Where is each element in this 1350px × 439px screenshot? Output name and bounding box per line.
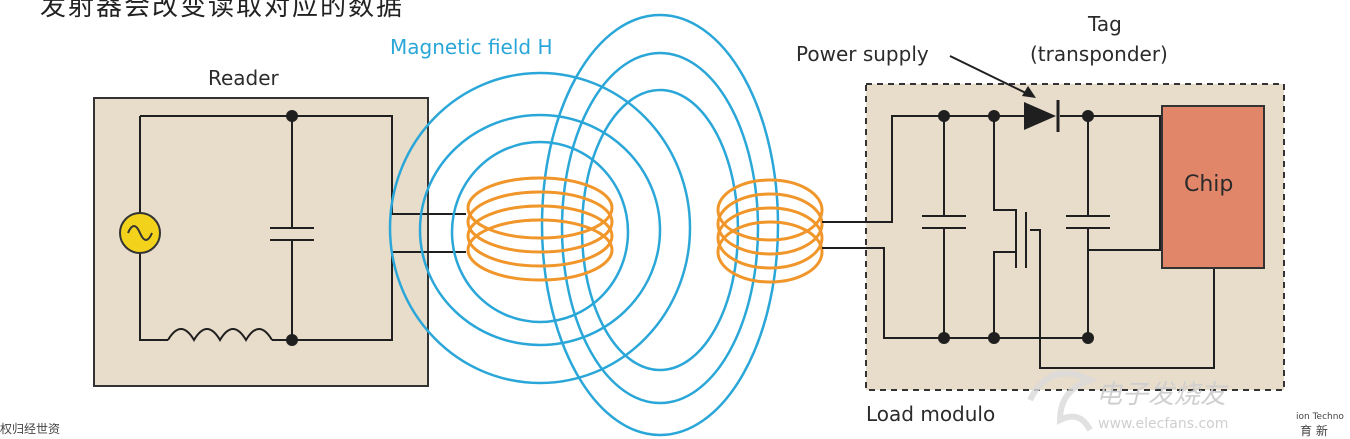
- watermark-logo-url: www.elecfans.com: [1098, 416, 1229, 432]
- junction-dot: [988, 110, 1000, 122]
- watermark-left-fragment: 权归经世资: [0, 422, 61, 436]
- magnetic-field-label: Magnetic field H: [390, 35, 553, 59]
- inductor-icon: [167, 328, 273, 342]
- load-modulation-label: Load modulo: [866, 402, 996, 426]
- junction-dot: [286, 110, 298, 122]
- mosfet-icon: [1015, 212, 1027, 268]
- junction-dot: [1082, 110, 1094, 122]
- junction-dot: [938, 110, 950, 122]
- capacitor-icon: [1066, 215, 1110, 229]
- watermark-right-fragment-cn: 育 新: [1300, 424, 1328, 438]
- tag-label-line1: Tag: [1088, 12, 1122, 36]
- reader-label: Reader: [208, 66, 279, 90]
- tag-label-line2: (transponder): [1030, 42, 1168, 66]
- power-supply-arrowhead: [1022, 86, 1036, 98]
- diode-icon: [1024, 100, 1060, 132]
- chip-block: [1161, 105, 1265, 269]
- reader-circuit: [139, 115, 466, 341]
- watermark-right-fragment-en: ion Techno: [1296, 412, 1344, 422]
- junction-dot: [1082, 332, 1094, 344]
- junction-dot: [286, 334, 298, 346]
- watermark-logo-cn: 电子发烧友: [1096, 380, 1227, 410]
- magnetic-field-lines: [388, 13, 780, 437]
- capacitor-icon: [270, 227, 314, 241]
- ac-source-icon: [119, 212, 161, 254]
- watermark-logo-icon: [1027, 370, 1098, 432]
- junction-dot: [938, 332, 950, 344]
- junction-dot: [988, 332, 1000, 344]
- coil-icon: [466, 176, 614, 282]
- capacitor-icon: [922, 215, 966, 229]
- power-supply-label: Power supply: [796, 42, 929, 66]
- header-cut-text: 发射器会改变读取对应的数据: [40, 0, 405, 22]
- chip-label: Chip: [1184, 172, 1234, 197]
- coil-icon: [716, 178, 824, 284]
- power-supply-arrow: [949, 55, 1033, 97]
